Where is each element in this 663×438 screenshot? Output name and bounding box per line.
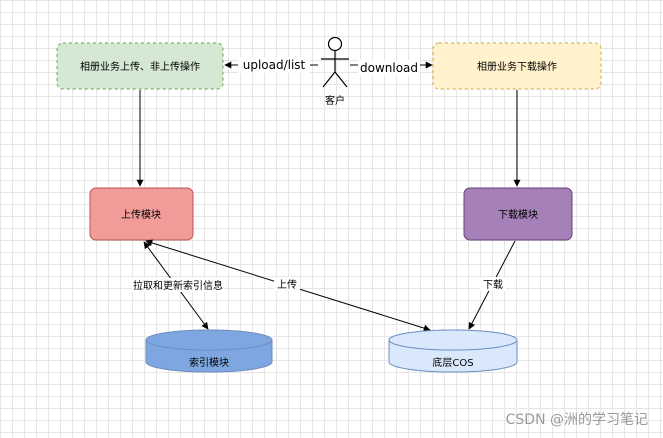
- edge-label-bg-download-cn: [480, 277, 506, 291]
- storage-cylinder: 底层COS: [388, 329, 518, 373]
- edge-label-download: download: [360, 61, 418, 75]
- edge-label-upload-list: upload/list: [243, 58, 306, 72]
- client-actor-icon: [321, 36, 349, 88]
- download-module-label: 下载模块: [498, 209, 538, 221]
- watermark: CSDN @洲的学习笔记: [506, 412, 648, 428]
- upload-module-label: 上传模块: [121, 209, 161, 221]
- edge-label-bg-download: [358, 60, 420, 76]
- upload-module-node: 上传模块: [89, 187, 194, 241]
- download-ops-node: 相册业务下载操作: [432, 42, 602, 90]
- download-ops-label: 相册业务下载操作: [477, 60, 557, 73]
- edge-label-pull-update: 拉取和更新索引信息: [133, 279, 223, 292]
- edge-label-download-cn: 下载: [483, 279, 503, 291]
- download-module-node: 下载模块: [463, 187, 573, 241]
- index-module-label: 索引模块: [189, 356, 229, 369]
- upload-ops-node: 相册业务上传、非上传操作: [56, 42, 224, 90]
- edge-label-bg-upload-cn: [274, 277, 300, 291]
- edge-label-upload-cn: 上传: [277, 279, 297, 291]
- upload-ops-label: 相册业务上传、非上传操作: [80, 60, 200, 73]
- storage-label: 底层COS: [432, 356, 473, 369]
- edge-label-bg-upload: [238, 57, 310, 73]
- index-module-cylinder: 索引模块: [145, 329, 273, 373]
- client-label: 客户: [325, 94, 345, 107]
